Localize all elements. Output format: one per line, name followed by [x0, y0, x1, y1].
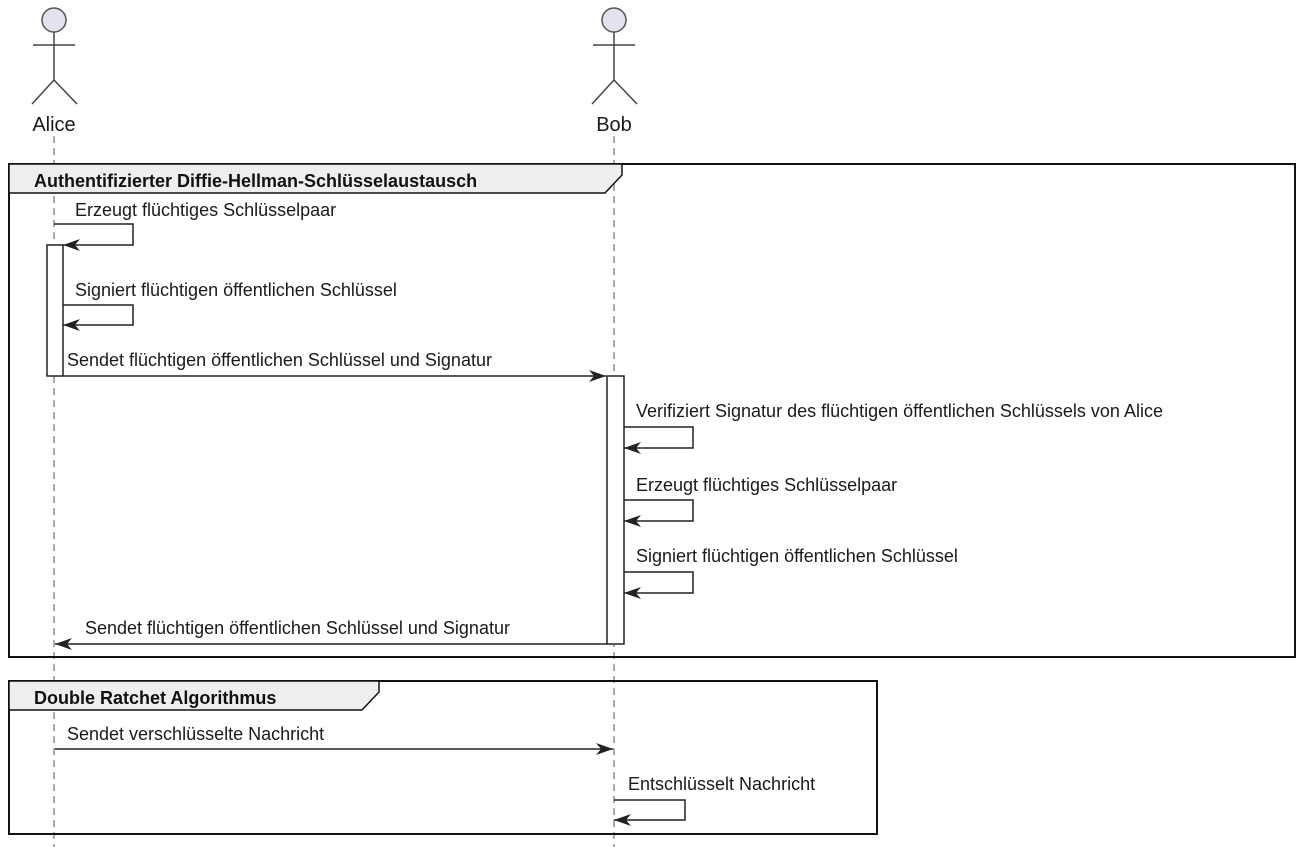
message-label: Sendet flüchtigen öffentlichen Schlüssel… — [67, 350, 492, 370]
message-label: Erzeugt flüchtiges Schlüsselpaar — [75, 200, 336, 220]
self-message-arrow — [614, 799, 686, 826]
frame-title: Authentifizierter Diffie-Hellman-Schlüss… — [34, 171, 477, 191]
frame-border — [8, 680, 878, 835]
bob-stick-figure-icon — [591, 7, 638, 105]
message-label: Entschlüsselt Nachricht — [628, 774, 815, 794]
alice-activation-bar — [46, 244, 64, 377]
self-message-arrow — [54, 223, 134, 251]
bob-activation-bar — [606, 375, 625, 645]
frame-title-tab — [8, 680, 380, 711]
self-message-arrow — [624, 499, 694, 527]
message-label: Sendet verschlüsselte Nachricht — [67, 724, 324, 744]
message-label: Signiert flüchtigen öffentlichen Schlüss… — [75, 280, 397, 300]
actor-bob: Bob — [591, 7, 638, 136]
message-label: Sendet flüchtigen öffentlichen Schlüssel… — [85, 618, 510, 638]
message-label: Verifiziert Signatur des flüchtigen öffe… — [636, 401, 1163, 421]
self-message-arrow — [624, 426, 694, 454]
actor-alice: Alice — [31, 7, 78, 136]
frame-double-ratchet: Double Ratchet Algorithmus Sendet versch… — [8, 680, 878, 835]
actor-label-bob: Bob — [596, 114, 632, 136]
frame-diffie-hellman: Authentifizierter Diffie-Hellman-Schlüss… — [8, 163, 1296, 658]
message-label: Erzeugt flüchtiges Schlüsselpaar — [636, 475, 897, 495]
actor-label-alice: Alice — [32, 114, 75, 136]
frame-border — [8, 163, 1296, 658]
message-label: Signiert flüchtigen öffentlichen Schlüss… — [636, 546, 958, 566]
frame-title: Double Ratchet Algorithmus — [34, 688, 276, 708]
frame-title-tab — [8, 163, 623, 194]
alice-stick-figure-icon — [31, 7, 78, 105]
self-message-arrow — [624, 571, 694, 599]
self-message-arrow — [63, 304, 134, 331]
